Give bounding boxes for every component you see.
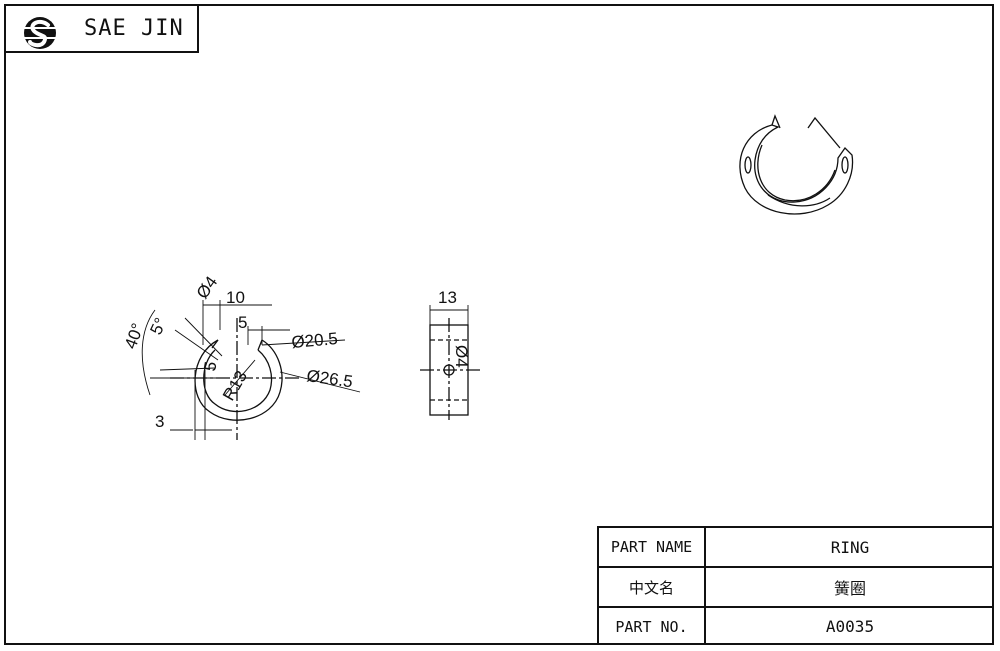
dim-width: 10 bbox=[226, 288, 245, 307]
isometric-view bbox=[739, 114, 854, 215]
sae-jin-logo bbox=[24, 17, 56, 49]
dim-outer: Ø26.5 bbox=[305, 366, 354, 391]
logo-box: SAE JIN bbox=[4, 4, 199, 53]
drawing-frame bbox=[4, 4, 994, 645]
company-name: SAE JIN bbox=[84, 16, 184, 41]
title-row-chinese-name: 中文名 簧圈 bbox=[599, 568, 994, 608]
part-name-label: PART NAME bbox=[599, 528, 706, 566]
dim-bore: Ø20.5 bbox=[291, 329, 339, 352]
dim-slot: 5 bbox=[238, 313, 247, 332]
title-block: PART NAME RING 中文名 簧圈 PART NO. A0035 bbox=[597, 526, 994, 645]
front-view bbox=[141, 300, 361, 440]
dim-angle-large: 40° bbox=[121, 321, 148, 352]
title-row-part-name: PART NAME RING bbox=[599, 528, 994, 568]
part-no-label: PART NO. bbox=[599, 608, 706, 645]
dim-edge: 3 bbox=[155, 412, 164, 431]
dim-radius: R13 bbox=[219, 367, 251, 404]
dim-thickness: 13 bbox=[438, 288, 457, 307]
part-no-value: A0035 bbox=[825, 617, 875, 636]
chinese-name-value: 簧圈 bbox=[833, 579, 866, 598]
title-row-part-no: PART NO. A0035 bbox=[599, 608, 994, 645]
dim-hole: Ø4 bbox=[193, 273, 222, 302]
dim-offset-small: 5 bbox=[200, 360, 220, 373]
part-name-value: RING bbox=[830, 537, 870, 557]
side-view bbox=[420, 305, 480, 420]
chinese-name-label: 中文名 bbox=[599, 568, 706, 606]
side-dim-hole: Ø4 bbox=[452, 345, 471, 368]
dim-angle-small: 5° bbox=[146, 315, 170, 338]
